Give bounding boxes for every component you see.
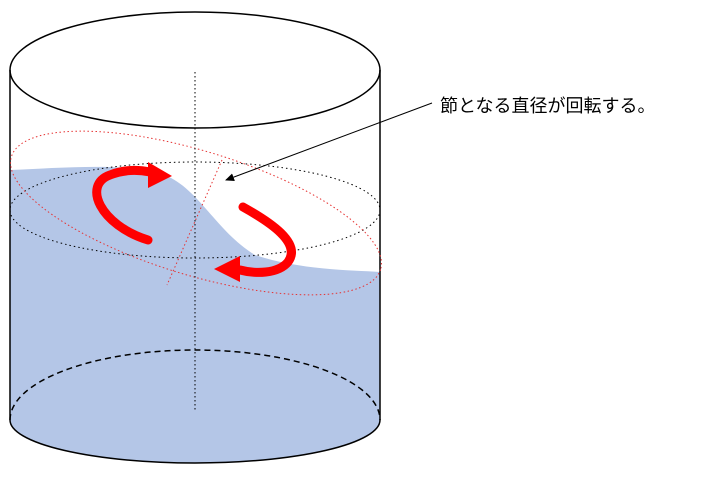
water-body — [10, 166, 380, 464]
bottom-rim-hidden — [9, 349, 381, 421]
tilted-water-surface — [10, 130, 382, 296]
bottom-rim-front — [9, 419, 381, 464]
counterclockwise-rotation-arrow-icon — [92, 162, 172, 245]
annotation-label: 節となる直径が回転する。 — [440, 96, 656, 117]
clockwise-rotation-arrow-icon — [214, 202, 296, 282]
pointer-arrow-icon — [225, 102, 433, 181]
nodal-diameter-line — [166, 159, 223, 286]
rest-water-surface — [9, 161, 381, 259]
cylinder-top-rim — [9, 11, 381, 129]
